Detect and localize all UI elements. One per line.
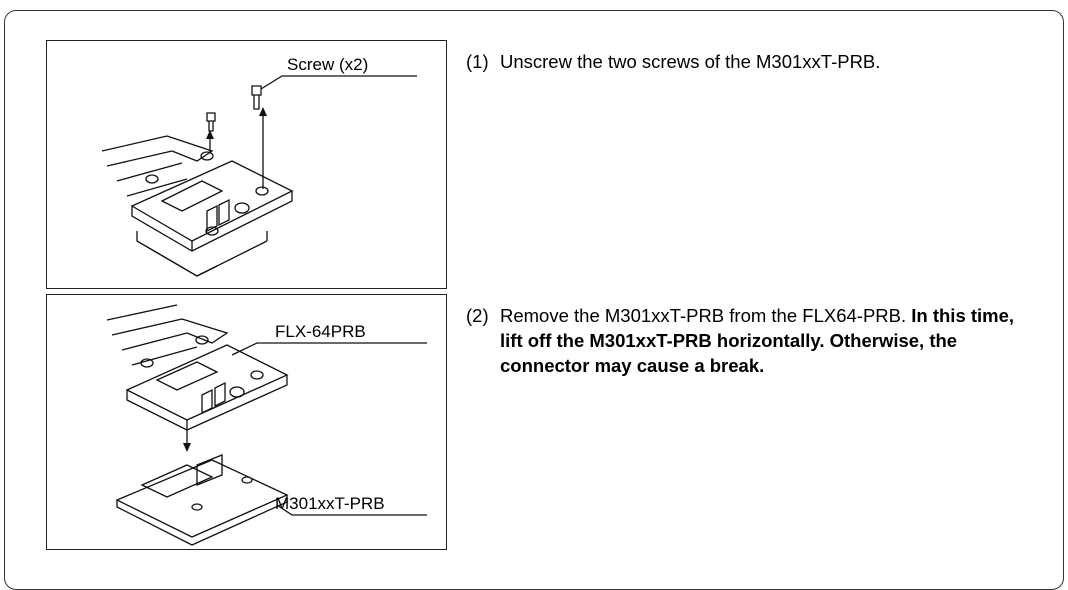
screw-callout: Screw (x2) (287, 55, 369, 74)
board-separation-drawing (106, 304, 427, 546)
m301xxt-prb-callout: M301xxT-PRB (275, 494, 385, 513)
figure-unscrew: Screw (x2) (46, 40, 447, 289)
board-with-screws-drawing (101, 75, 417, 277)
step-2-warning: In this time, lift off the M301xxT-PRB h… (500, 305, 1015, 376)
step-2-number: (2) (466, 305, 489, 326)
step-2-text: Remove the M301xxT-PRB from the FLX64-PR… (500, 303, 1030, 378)
step-1-number: (1) (466, 51, 489, 72)
figure-remove: FLX-64PRB M301xxT-PRB (46, 294, 447, 550)
step-2: (2) Remove the M301xxT-PRB from the FLX6… (466, 303, 1046, 383)
step-1-text: Unscrew the two screws of the M301xxT-PR… (500, 51, 881, 72)
step-1: (1) Unscrew the two screws of the M301xx… (466, 49, 1046, 79)
step-2-instruction: Remove the M301xxT-PRB from the FLX64-PR… (500, 305, 907, 326)
flx64prb-callout: FLX-64PRB (275, 322, 366, 341)
